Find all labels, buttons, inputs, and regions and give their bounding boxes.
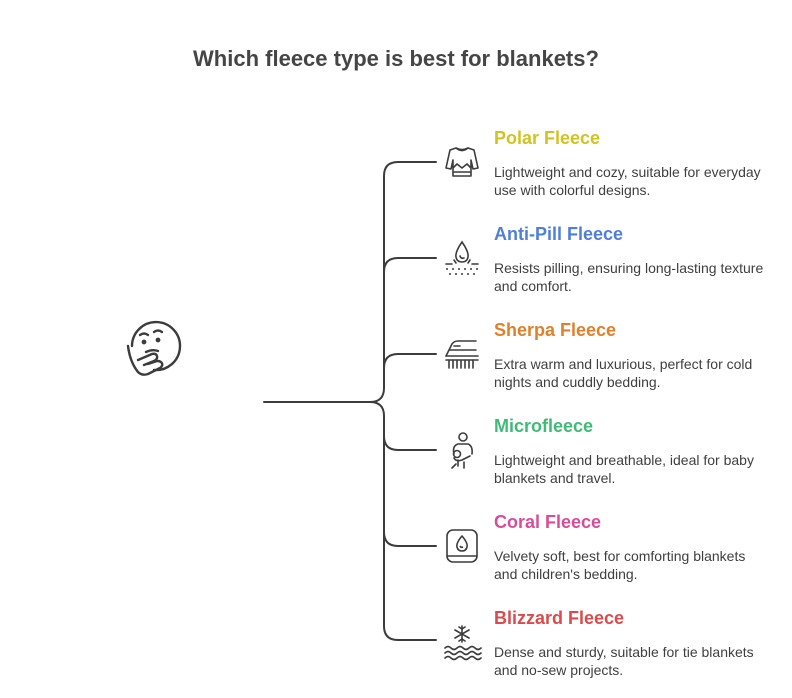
coral-fleece-label: Coral Fleece bbox=[494, 512, 602, 532]
soft-blanket-icon bbox=[446, 529, 478, 563]
polar-fleece-desc: Lightweight and cozy, suitable for every… bbox=[494, 164, 761, 198]
polar-fleece-label: Polar Fleece bbox=[494, 128, 601, 148]
snowflake-waves-icon bbox=[444, 625, 482, 661]
coral-fleece-desc: Velvety soft, best for comforting blanke… bbox=[494, 548, 746, 582]
blizzard-fleece-label: Blizzard Fleece bbox=[494, 608, 625, 628]
microfleece-label: Microfleece bbox=[494, 416, 594, 436]
parent-baby-icon bbox=[451, 432, 473, 469]
branch-2 bbox=[383, 257, 437, 273]
anti-pill-drop-icon bbox=[445, 240, 479, 275]
heater-icon bbox=[445, 340, 479, 369]
branch-3 bbox=[383, 353, 437, 369]
branch-5 bbox=[383, 531, 437, 547]
sherpa-fleece-desc: Extra warm and luxurious, perfect for co… bbox=[494, 356, 753, 390]
trunk-line bbox=[263, 161, 437, 403]
sweater-icon bbox=[445, 147, 479, 177]
anti-pill-fleece-desc: Resists pilling, ensuring long-lasting t… bbox=[494, 260, 764, 294]
page-title: Which fleece type is best for blankets? bbox=[193, 46, 599, 71]
anti-pill-fleece-label: Anti-Pill Fleece bbox=[494, 224, 624, 244]
sherpa-fleece-label: Sherpa Fleece bbox=[494, 320, 617, 340]
trunk-line-lower bbox=[369, 401, 437, 641]
branch-4 bbox=[383, 435, 437, 451]
microfleece-desc: Lightweight and breathable, ideal for ba… bbox=[494, 452, 754, 486]
blizzard-fleece-desc: Dense and sturdy, suitable for tie blank… bbox=[494, 644, 754, 678]
thinking-face-icon bbox=[126, 320, 182, 376]
